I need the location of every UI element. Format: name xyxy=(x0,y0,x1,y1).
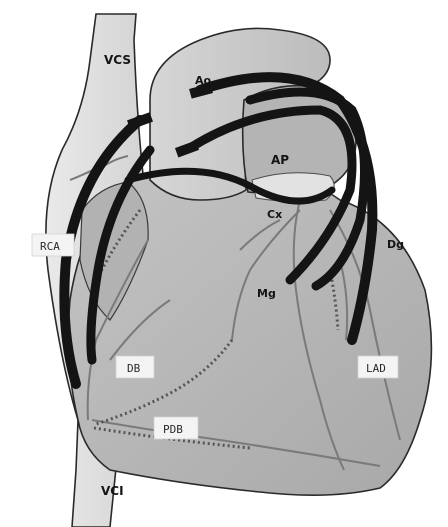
label-rca: RCA xyxy=(40,240,60,253)
label-db: DB xyxy=(127,362,141,375)
label-pdb: PDB xyxy=(163,423,183,436)
label-db-box: DB xyxy=(116,356,154,378)
label-vci: VCI xyxy=(101,484,124,498)
label-vcs: VCS xyxy=(104,53,131,67)
label-lad-box: LAD xyxy=(358,356,398,378)
label-pdb-box: PDB xyxy=(154,417,198,439)
label-cx: Cx xyxy=(267,208,282,221)
label-mg: Mg xyxy=(257,287,276,300)
label-ap: AP xyxy=(271,153,289,167)
label-lad: LAD xyxy=(366,362,386,375)
label-ao: Ao xyxy=(195,74,212,87)
label-rca-box: RCA xyxy=(32,234,74,256)
label-dg: Dg xyxy=(387,238,404,251)
